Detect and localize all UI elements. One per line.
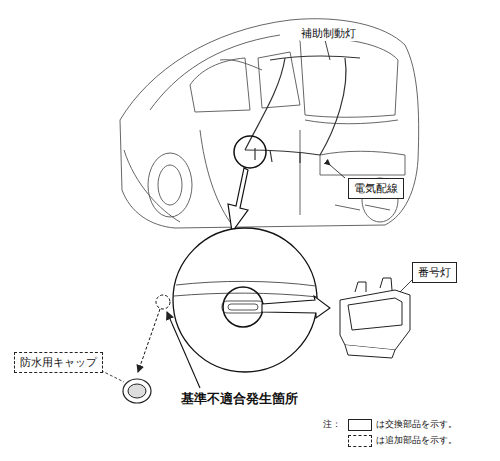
note-label: 注：	[322, 418, 342, 431]
added-part-box: 防水用キャップ	[14, 352, 103, 373]
legend-text: は追加部品を示す。	[376, 434, 457, 447]
part-name: 番号灯	[418, 266, 451, 279]
part-name: 防水用キャップ	[20, 356, 97, 369]
part-label: 補助制動灯	[300, 26, 357, 41]
part-name: 電気配線	[354, 182, 398, 195]
part-box: 番号灯	[412, 262, 457, 283]
defect-location-label: 基準不適合発生箇所	[180, 390, 299, 408]
part-box: 電気配線	[348, 178, 404, 199]
legend-row: は追加部品を示す。	[348, 434, 457, 447]
legend-text: は交換部品を示す。	[376, 418, 457, 431]
legend-row: は交換部品を示す。	[348, 418, 457, 431]
legend-swatch	[348, 419, 372, 431]
legend-swatch	[348, 435, 372, 447]
